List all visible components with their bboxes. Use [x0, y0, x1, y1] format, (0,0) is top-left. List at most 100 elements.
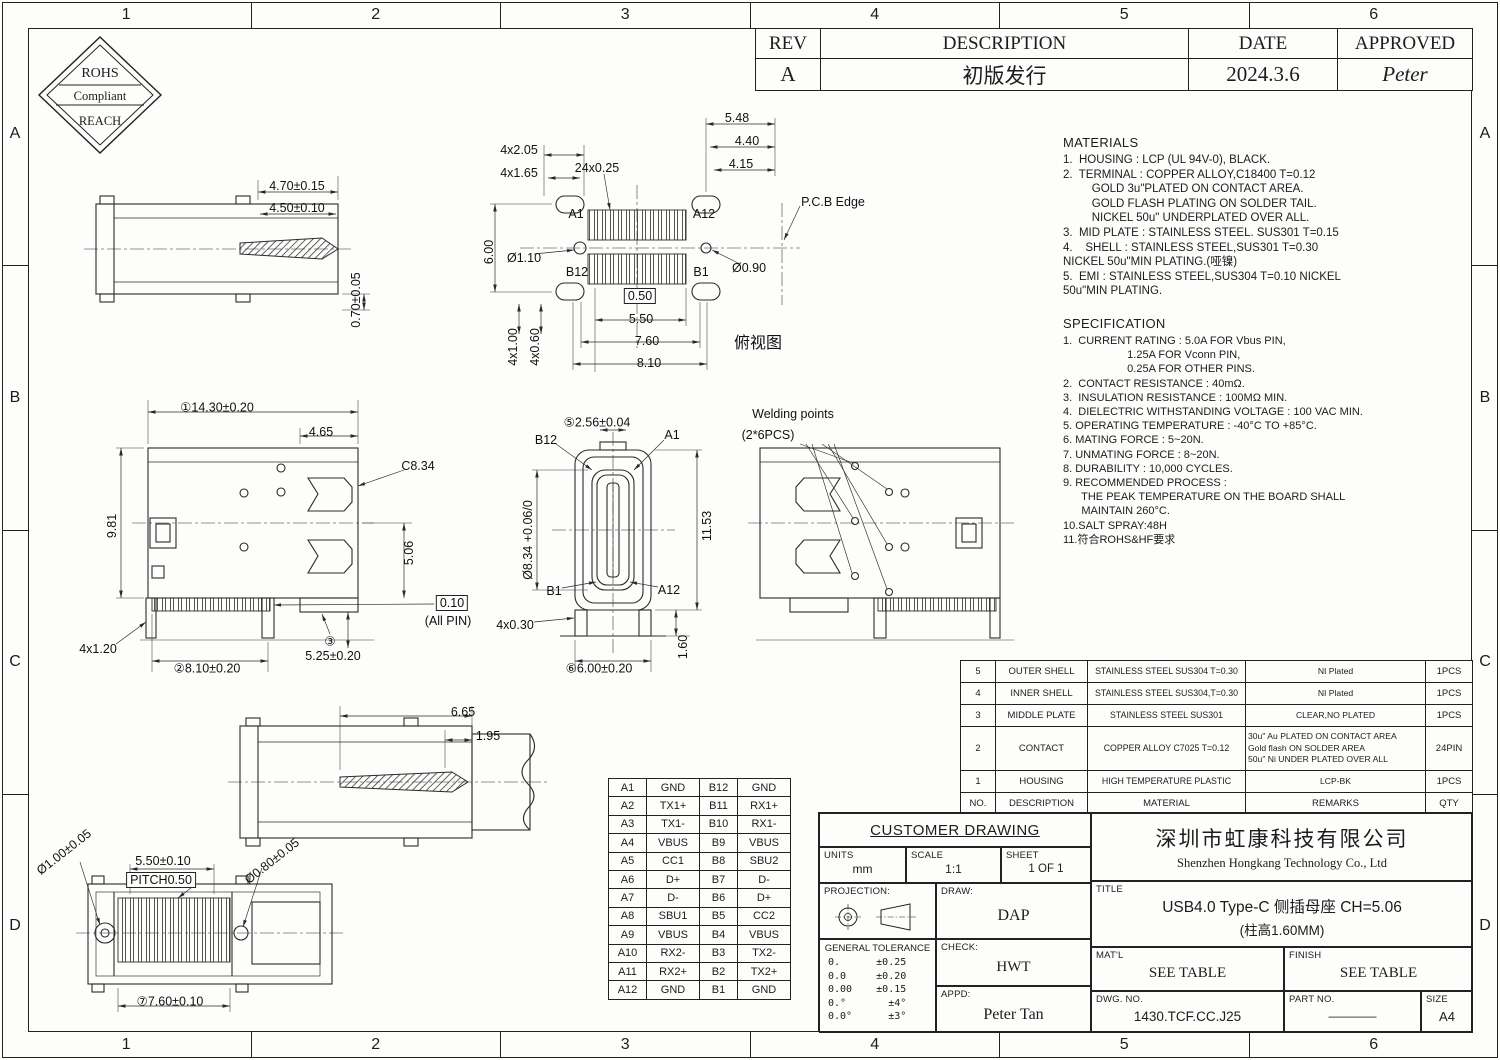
pin-row-cell: RX1- [737, 814, 791, 835]
bom-row-cell: 1PCS [1425, 660, 1473, 683]
pin-row-cell: B5 [699, 906, 738, 927]
pin-row-cell: B3 [699, 943, 738, 963]
rev-header-rev: REV [755, 28, 821, 59]
pin-row-cell: A9 [608, 925, 647, 945]
pin-row-cell: A1 [608, 777, 647, 798]
bom-row-cell: INNER SHELL [995, 682, 1088, 705]
pin-row-cell: A3 [608, 814, 647, 835]
rohs-line1: ROHS [81, 66, 118, 81]
revision-header-row: REV DESCRIPTION DATE APPROVED [755, 28, 1473, 59]
matl-label: MAT'L [1096, 950, 1124, 961]
dwg-no-value: 1430.TCF.CC.J25 [1133, 1008, 1242, 1024]
pin-row-cell: A7 [608, 888, 647, 908]
zone-label: 6 [1369, 1036, 1379, 1053]
appd-label: APPD: [941, 989, 971, 1000]
pin-row-cell: VBUS [737, 925, 791, 945]
zone-label: 1 [2, 1032, 252, 1058]
draw-value: DAP [997, 907, 1030, 924]
rev-date: 2024.3.6 [1188, 58, 1338, 91]
bom-row-cell: 3 [960, 704, 996, 727]
specification-heading: SPECIFICATION [1063, 316, 1166, 331]
materials-heading: MATERIALS [1063, 135, 1139, 150]
pin-row-cell: A8 [608, 906, 647, 927]
bom-row-cell: 1PCS [1425, 770, 1473, 793]
pin-row-cell: GND [737, 980, 791, 1000]
sheet-cell: SHEET 1 OF 1 [1001, 847, 1091, 883]
dwg-no-cell: DWG. NO. 1430.TCF.CC.J25 [1091, 991, 1284, 1033]
zone-label: D [1479, 917, 1491, 935]
bom-row-cell: 30u" Au PLATED ON CONTACT AREA Gold flas… [1245, 726, 1426, 771]
materials-section: MATERIALS 1. HOUSING : LCP (UL 94V-0), B… [1063, 135, 1465, 299]
zone-label: C [1472, 531, 1498, 795]
pin-row-cell: D- [646, 888, 700, 908]
zone-label: D [9, 917, 21, 935]
zone-label: 6 [1369, 6, 1379, 23]
materials-text: 1. HOUSING : LCP (UL 94V-0), BLACK. 2. T… [1063, 154, 1341, 298]
pin-row-cell: RX2- [646, 943, 700, 963]
rev-header-description: DESCRIPTION [820, 28, 1189, 59]
bom-row-cell: CONTACT [995, 726, 1088, 771]
pin-row-cell: B4 [699, 925, 738, 945]
bom-row-cell: LCP-BK [1245, 770, 1426, 793]
dwg-no-label: DWG. NO. [1096, 994, 1143, 1005]
first-angle-circle-icon [835, 904, 861, 930]
matl-value: SEE TABLE [1148, 964, 1227, 981]
rev-header-approved: APPROVED [1337, 28, 1473, 59]
pin-row-cell: B2 [699, 961, 738, 982]
rohs-line3: REACH [79, 114, 121, 128]
rohs-line2: Compliant [74, 89, 127, 103]
pin-row-cell: A6 [608, 869, 647, 890]
pin-row-cell: B6 [699, 888, 738, 908]
pin-row-cell: A5 [608, 851, 647, 871]
pin-row-cell: GND [737, 777, 791, 798]
rohs-diamond-inner [46, 44, 154, 146]
pin-row-cell: A11 [608, 961, 647, 982]
part-no-label: PART NO. [1289, 994, 1335, 1005]
zone-label: A [2, 2, 28, 267]
scale-label: SCALE [911, 850, 944, 861]
title-cell: TITLE USB4.0 Type-C 侧插母座 CH=5.06 (柱高1.60… [1091, 881, 1473, 947]
pin-row-cell: RX1+ [737, 796, 791, 816]
pin-row-cell: B8 [699, 851, 738, 871]
pin-row-cell: GND [646, 980, 700, 1000]
truncated-cone-icon [876, 903, 916, 931]
bom-row-cell: 24PIN [1425, 726, 1473, 771]
title-block: CUSTOMER DRAWING UNITS mm SCALE 1:1 SHEE… [818, 812, 1473, 1033]
zone-label: 2 [252, 1032, 501, 1058]
pin-row-cell: CC1 [646, 851, 700, 871]
pin-row-cell: VBUS [646, 925, 700, 945]
projection-symbols [835, 903, 916, 931]
pin-row-cell: TX2- [737, 943, 791, 963]
pin-row-cell: D- [737, 869, 791, 890]
sheet-label: SHEET [1006, 850, 1039, 861]
zone-label: 3 [501, 1032, 751, 1058]
drawing-title-line1: USB4.0 Type-C 侧插母座 CH=5.06 [1162, 899, 1402, 916]
zone-label: 5 [1000, 1032, 1250, 1058]
pin-row-cell: A10 [608, 943, 647, 963]
pin-row-cell: TX1- [646, 814, 700, 835]
pin-row-cell: B10 [699, 814, 738, 835]
finish-label: FINISH [1289, 950, 1322, 961]
check-cell: CHECK: HWT [936, 939, 1091, 986]
sheet-value: 1 OF 1 [1028, 863, 1064, 875]
pin-row-cell: VBUS [737, 833, 791, 853]
appd-value: Peter Tan [983, 1005, 1044, 1023]
company-cell: 深圳市虹康科技有限公司 Shenzhen Hongkang Technology… [1091, 813, 1473, 881]
scale-cell: SCALE 1:1 [906, 847, 1001, 883]
units-label: UNITS [824, 850, 854, 861]
rev-header-date: DATE [1188, 28, 1338, 59]
zone-rows-right: A B C D [1472, 2, 1498, 1058]
